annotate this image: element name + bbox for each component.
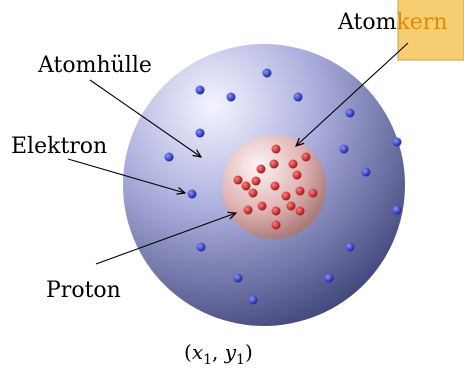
coord-close-paren: ) <box>245 340 253 364</box>
electron <box>324 273 334 283</box>
proton <box>286 201 296 211</box>
coord-y-sub: 1 <box>236 352 245 368</box>
protons <box>233 144 318 230</box>
elektron-label: Elektron <box>11 134 107 159</box>
proton <box>301 152 311 162</box>
electron <box>233 273 243 283</box>
proton <box>308 188 318 198</box>
electron <box>392 137 402 147</box>
electron <box>164 152 174 162</box>
proton <box>288 159 298 169</box>
electron <box>361 167 371 177</box>
proton <box>295 206 305 216</box>
coord-open-paren: ( <box>184 340 192 364</box>
proton <box>292 170 302 180</box>
electron <box>339 144 349 154</box>
electron <box>293 92 303 102</box>
proton <box>269 159 279 169</box>
proton <box>256 164 266 174</box>
proton <box>295 186 305 196</box>
atomkern-arrow <box>296 42 409 146</box>
atomkern-highlight-box <box>397 0 464 61</box>
proton <box>233 175 243 185</box>
coord-x-sub: 1 <box>203 352 212 368</box>
proton <box>257 201 267 211</box>
proton-arrow <box>95 213 236 265</box>
atomhuelle-arrow <box>89 79 201 157</box>
proton <box>241 181 251 191</box>
proton <box>281 191 291 201</box>
proton <box>251 176 261 186</box>
electron <box>226 92 236 102</box>
electron <box>195 85 205 95</box>
electron <box>248 295 258 305</box>
electron <box>262 68 272 78</box>
electron <box>196 242 206 252</box>
proton <box>271 220 281 230</box>
electron <box>195 128 205 138</box>
coord-x: x <box>192 340 203 364</box>
atomkern-label-black: Atom <box>337 10 397 35</box>
coordinate-label: (x1, y1) <box>184 340 253 368</box>
electron <box>187 189 197 199</box>
proton <box>270 181 280 191</box>
elektron-arrow <box>67 158 185 193</box>
atomhuelle-label: Atomhülle <box>37 53 152 78</box>
proton <box>271 144 281 154</box>
atomkern-label-orange: kern <box>396 10 447 35</box>
atomkern-label: Atomkern <box>337 10 448 35</box>
proton-label: Proton <box>46 278 121 303</box>
coord-y: y <box>224 340 237 364</box>
proton <box>271 206 281 216</box>
proton <box>243 205 253 215</box>
electron <box>345 108 355 118</box>
electron <box>392 205 402 215</box>
coord-comma: , <box>212 340 225 364</box>
electrons <box>164 68 402 305</box>
electron <box>345 242 355 252</box>
proton <box>248 188 258 198</box>
